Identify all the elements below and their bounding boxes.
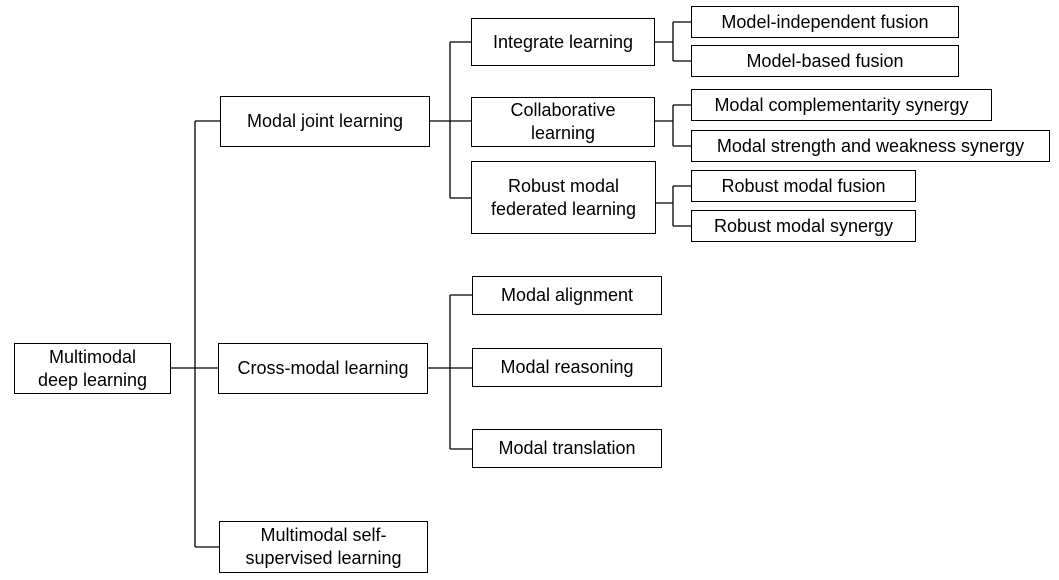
- node-integrate-learning: Integrate learning: [471, 18, 655, 66]
- node-label: Model-based fusion: [746, 50, 904, 71]
- node-label: Robust modal fusion: [721, 175, 886, 196]
- node-label: Modal reasoning: [500, 357, 634, 377]
- node-label: Model-independent fusion: [721, 11, 929, 32]
- node-label: Robust modal synergy: [713, 215, 894, 236]
- node-label: Modal strength and weakness synergy: [716, 135, 1025, 156]
- node-label: Modal alignment: [500, 285, 634, 305]
- node-modal-alignment: Modal alignment: [472, 276, 662, 315]
- node-label: Multimodal self-: [260, 525, 387, 545]
- node-robust-modal-federated-learning: Robust modal federated learning: [471, 161, 656, 234]
- node-label: Multimodal: [48, 346, 137, 367]
- node-modal-translation: Modal translation: [472, 429, 662, 468]
- node-label: Modal complementarity synergy: [714, 94, 969, 115]
- node-modal-joint-learning: Modal joint learning: [220, 96, 430, 147]
- node-collaborative-learning: Collaborative learning: [471, 97, 655, 147]
- node-model-based-fusion: Model-based fusion: [691, 45, 959, 77]
- node-label: supervised learning: [245, 548, 402, 568]
- node-modal-strength-and-weakness-synergy: Modal strength and weakness synergy: [691, 130, 1050, 162]
- node-modal-complementarity-synergy: Modal complementarity synergy: [691, 89, 992, 121]
- node-label: Modal translation: [498, 438, 636, 458]
- node-label: deep learning: [37, 369, 148, 390]
- node-label: Modal joint learning: [246, 111, 404, 131]
- node-multimodal-self-supervised-learning: Multimodal self- supervised learning: [219, 521, 428, 573]
- node-label: Collaborative: [510, 100, 616, 120]
- node-cross-modal-learning: Cross-modal learning: [218, 343, 428, 394]
- node-robust-modal-fusion: Robust modal fusion: [691, 170, 916, 202]
- node-robust-modal-synergy: Robust modal synergy: [691, 210, 916, 242]
- node-label: Robust modal: [507, 175, 620, 196]
- node-label: Integrate learning: [492, 31, 634, 52]
- node-modal-reasoning: Modal reasoning: [472, 348, 662, 387]
- node-label: Cross-modal learning: [237, 358, 409, 378]
- node-label: federated learning: [490, 198, 637, 219]
- node-model-independent-fusion: Model-independent fusion: [691, 6, 959, 38]
- node-label: learning: [530, 123, 596, 143]
- root-node-multimodal-deep-learning: Multimodal deep learning: [14, 343, 171, 394]
